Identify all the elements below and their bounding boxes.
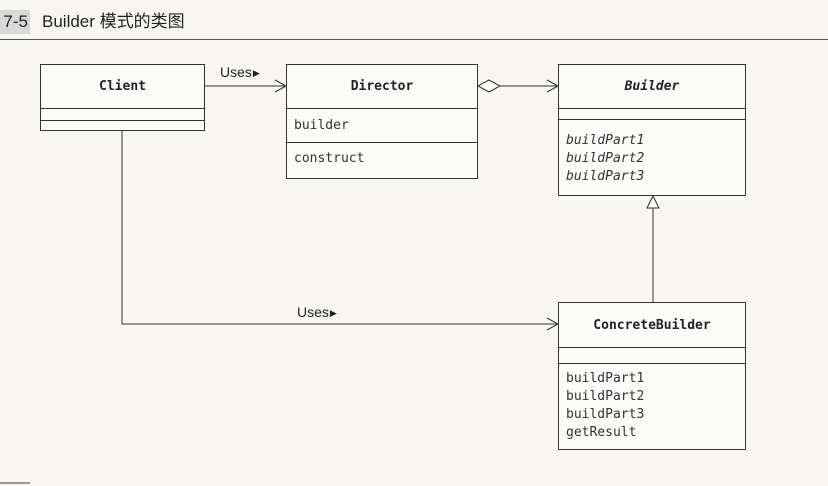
method-item: buildPart1 [566,371,645,386]
method-item: buildPart3 [566,169,645,184]
figure-title: Builder 模式的类图 [42,12,185,31]
class-methods-compartment [41,121,204,130]
class-client: Client [40,64,205,131]
class-fields-compartment [41,109,204,121]
aggregation-diamond [476,79,502,93]
uses-direction-icon: ▶ [329,308,337,318]
class-concrete-builder: ConcreteBuilder buildPart1 buildPart2 bu… [558,302,746,450]
class-builder: Builder buildPart1 buildPart2 buildPart3 [558,64,746,196]
uses-label-text: Uses [220,64,252,80]
uses-direction-icon: ▶ [252,68,260,78]
header-divider [0,39,828,40]
footer-rule [0,482,30,484]
client-concrete-uses-label: Uses▶ [297,304,337,320]
class-methods-compartment: buildPart1 buildPart2 buildPart3 [559,120,745,186]
uses-label-text: Uses [297,304,329,320]
class-director: Director builder construct [286,64,478,179]
class-name: Director [287,65,477,109]
class-methods-compartment: construct [287,143,477,168]
method-item: buildPart3 [566,407,645,422]
client-concrete-line [121,131,558,325]
class-fields-compartment [559,348,745,364]
class-fields-compartment: builder [287,109,477,143]
method-item: buildPart1 [566,133,645,148]
figure-number: 7-5 [0,10,30,34]
client-director-uses-label: Uses▶ [220,64,260,80]
class-fields-compartment [559,109,745,120]
generalization-triangle [646,194,660,209]
method-item: buildPart2 [566,389,645,404]
method-item: getResult [566,425,637,440]
method-item: construct [294,151,365,166]
figure-header: 7-5 Builder 模式的类图 [0,0,828,40]
class-name: ConcreteBuilder [559,303,745,348]
field-item: builder [294,118,349,133]
class-methods-compartment: buildPart1 buildPart2 buildPart3 getResu… [559,364,745,442]
class-name: Client [41,65,204,109]
method-item: buildPart2 [566,151,645,166]
class-name: Builder [559,65,745,109]
